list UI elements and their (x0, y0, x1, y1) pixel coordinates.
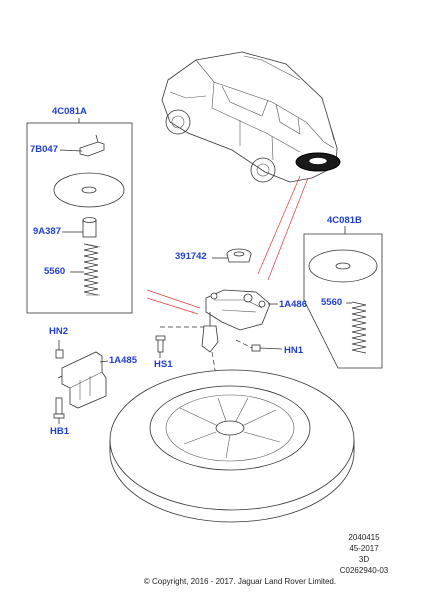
label-kit-4c081a: 4C081A (52, 106, 87, 117)
rear-wheel (250, 157, 276, 183)
vehicle-illustration (161, 51, 341, 183)
kit-a-box (26, 122, 133, 314)
nut-hn2-part (55, 340, 64, 359)
label-spacer-9a387: 9A387 (33, 226, 61, 237)
kit-b-box (303, 233, 383, 369)
bracket-1a485-part (57, 351, 109, 409)
label-spring-5560-a: 5560 (44, 266, 66, 277)
screw-hs1-part (155, 335, 166, 358)
spare-wheel-part (109, 369, 355, 523)
carrier-1a486-part (201, 289, 278, 353)
label-kit-4c081b: 4C081B (327, 215, 362, 226)
label-nut-hn2: HN2 (49, 326, 69, 337)
bracket-7b047-part (59, 134, 105, 157)
nut-hn1-part (251, 344, 283, 352)
bolt-hb1-part (53, 397, 65, 424)
label-carrier-1a486: 1A486 (279, 299, 307, 310)
label-nut-hn1: HN1 (284, 345, 304, 356)
spring-b-part (346, 301, 367, 354)
label-bracket-1a485: 1A485 (109, 355, 137, 366)
spring-a-part (70, 243, 101, 296)
footer-copyright: © Copyright, 2016 - 2017. Jaguar Land Ro… (143, 577, 337, 586)
red-leader-lines (146, 175, 309, 315)
label-spring-5560-b: 5560 (321, 297, 343, 308)
alignment-line-hn1 (235, 339, 253, 349)
label-bracket-7b047: 7B047 (30, 144, 58, 155)
label-screw-hs1: HS1 (154, 359, 173, 370)
cap-391742-part (212, 248, 252, 263)
footer-code: 2040415 (348, 533, 380, 542)
front-wheel (165, 109, 191, 135)
label-bolt-hb1: HB1 (50, 426, 70, 437)
disc-b-part (308, 249, 378, 283)
footer-view: 3D (358, 555, 370, 564)
disc-a-part (53, 172, 125, 208)
spacer-9a387-part (62, 217, 97, 238)
label-cap-391742: 391742 (175, 251, 207, 262)
footer-ref: C0262940-03 (339, 566, 389, 575)
footer-date: 45-2017 (349, 544, 379, 553)
